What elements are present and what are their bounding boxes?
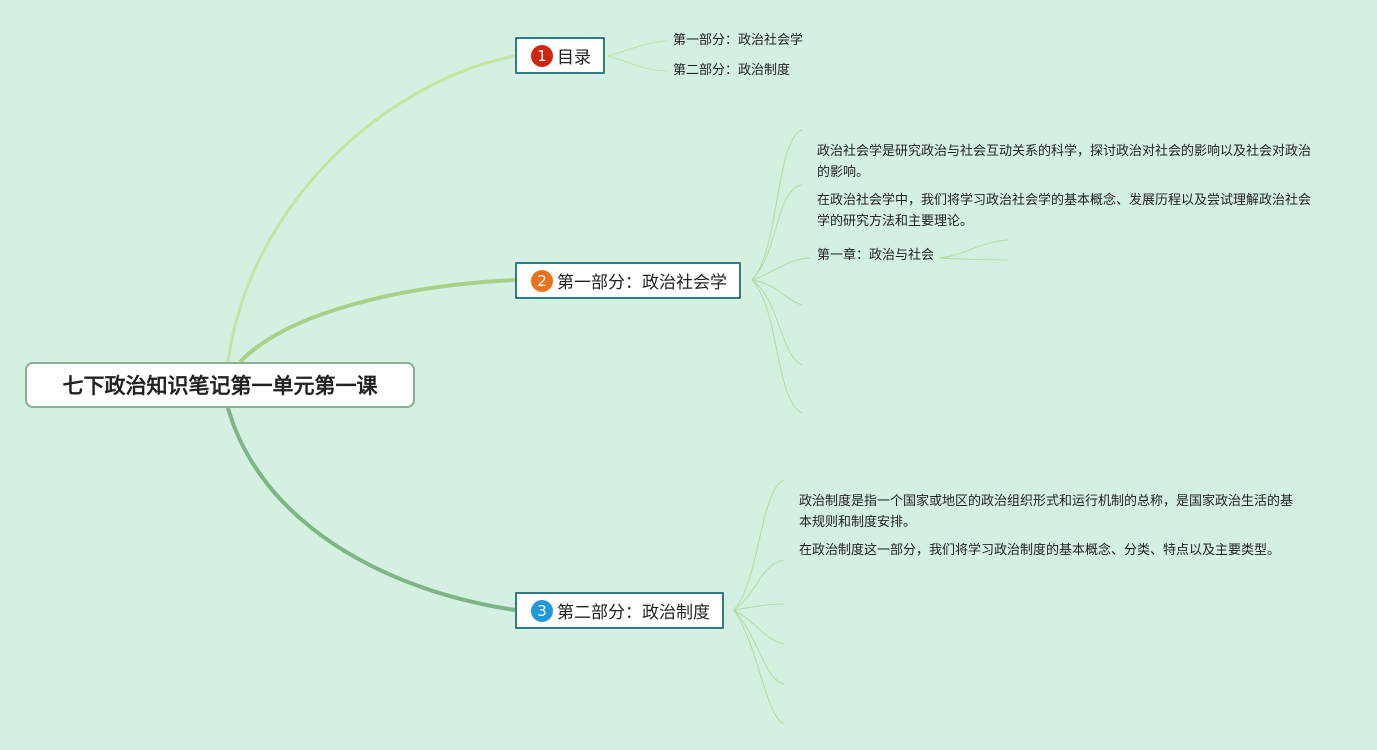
branch-topic-political-sociology[interactable]: 2 第一部分：政治社会学 <box>515 262 741 299</box>
root-topic[interactable]: 七下政治知识笔记第一单元第一课 <box>25 362 415 408</box>
subtopic-system-definition[interactable]: 政治制度是指一个国家或地区的政治组织形式和运行机制的总称，是国家政治生活的基本规… <box>799 494 1294 530</box>
subtopic-part-one[interactable]: 第一部分：政治社会学 <box>673 33 804 48</box>
subtopic-chapter-one[interactable]: 第一章：政治与社会 <box>817 248 935 263</box>
branch-label: 目录 <box>557 48 591 68</box>
branch-topic-contents[interactable]: 1 目录 <box>515 37 605 74</box>
branch-label: 第二部分：政治制度 <box>557 603 710 623</box>
root-title: 七下政治知识笔记第一单元第一课 <box>62 374 378 398</box>
subtopic-sociology-learning[interactable]: 在政治社会学中，我们将学习政治社会学的基本概念、发展历程以及尝试理解政治社会学的… <box>817 193 1312 229</box>
branch-topic-political-system[interactable]: 3 第二部分：政治制度 <box>515 592 724 629</box>
subtopic-part-two[interactable]: 第二部分：政治制度 <box>673 63 791 78</box>
number-badge-3: 3 <box>531 599 553 622</box>
number-badge-2: 2 <box>531 269 553 292</box>
subtopic-sociology-definition[interactable]: 政治社会学是研究政治与社会互动关系的科学，探讨政治对社会的影响以及社会对政治的影… <box>817 144 1312 180</box>
number-badge-1: 1 <box>531 44 553 67</box>
subtopic-system-learning[interactable]: 在政治制度这一部分，我们将学习政治制度的基本概念、分类、特点以及主要类型。 <box>799 543 1281 558</box>
branch-label: 第一部分：政治社会学 <box>557 273 727 293</box>
